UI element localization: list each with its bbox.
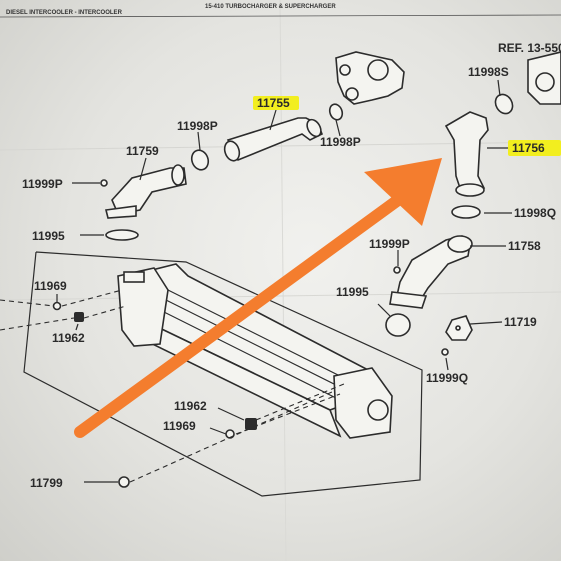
label-11969-a: 11969 xyxy=(34,279,67,293)
highlight-11756 xyxy=(508,140,561,156)
intercooler-assembly-outline xyxy=(23,251,423,497)
intercooler-core xyxy=(117,263,393,439)
hose-11756 xyxy=(444,111,489,197)
oring-11995-b xyxy=(385,313,411,337)
ref-label: REF. 13-550 xyxy=(498,41,561,55)
orange-arrow xyxy=(74,158,442,438)
bolt-11999p-b xyxy=(393,266,401,274)
highlight-11755 xyxy=(253,96,299,110)
header-left: DIESEL INTERCOOLER - INTERCOOLER xyxy=(6,10,123,16)
ref-part-top-right xyxy=(527,51,561,105)
label-11758: 11758 xyxy=(508,239,541,253)
oring-11995-a xyxy=(105,229,139,241)
label-11998p-a: 11998P xyxy=(177,119,218,133)
bolt-11799 xyxy=(118,476,130,488)
label-11998p-b: 11998P xyxy=(320,135,361,149)
label-11998s: 11998S xyxy=(468,65,509,79)
dashed-assembly-lines xyxy=(0,289,345,483)
bolt-11999p-a xyxy=(100,179,108,187)
label-11719: 11719 xyxy=(504,315,537,329)
label-11999p-a: 11999P xyxy=(22,177,63,191)
label-11755: 11755 xyxy=(257,96,290,110)
pipe-11758 xyxy=(389,235,473,309)
label-11995-a: 11995 xyxy=(32,229,65,243)
bolt-11969-a xyxy=(52,301,62,311)
clamp-11998p-b xyxy=(328,103,344,121)
label-11799: 11799 xyxy=(30,476,63,490)
turbo-housing-part xyxy=(335,51,405,105)
leader-lines xyxy=(56,79,512,483)
bolt-11999q xyxy=(441,348,449,356)
bracket-11719 xyxy=(445,315,473,341)
clamp-11998p-a xyxy=(190,149,210,171)
grommet-11962-a xyxy=(74,312,84,322)
hose-11755 xyxy=(223,117,324,162)
grommet-11962-b xyxy=(245,418,257,430)
label-11759: 11759 xyxy=(126,144,159,158)
label-11962-a: 11962 xyxy=(52,331,85,345)
clamp-11998q xyxy=(451,205,481,219)
label-11999q: 11999Q xyxy=(426,371,468,385)
label-11756: 11756 xyxy=(512,141,545,155)
label-11999p-b: 11999P xyxy=(369,237,410,251)
label-11995-b: 11995 xyxy=(336,285,369,299)
label-11969-b: 11969 xyxy=(163,419,196,433)
label-11998q: 11998Q xyxy=(514,206,556,220)
clamp-11998s xyxy=(494,93,514,115)
pipe-11759 xyxy=(105,164,187,219)
header-right: 15-410 TURBOCHARGER & SUPERCHARGER xyxy=(205,4,336,10)
label-11962-b: 11962 xyxy=(174,399,207,413)
